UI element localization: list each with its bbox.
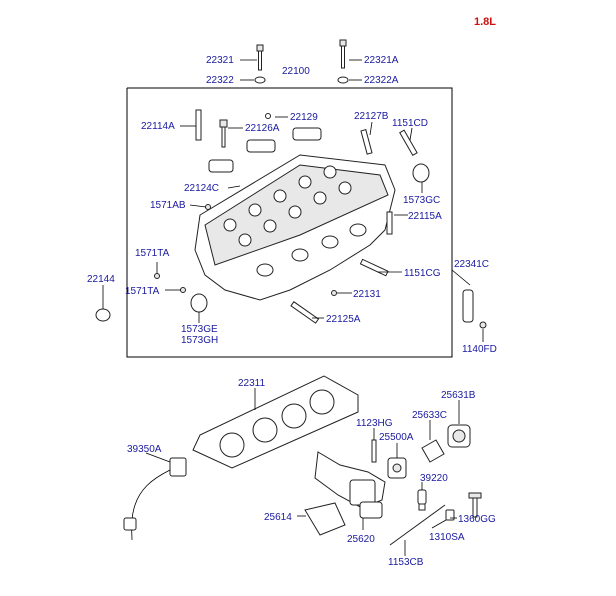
plug-left [154, 273, 160, 279]
label-1571ta-lower: 1571TA [125, 286, 160, 297]
nut-lower [445, 509, 455, 521]
label-22341c: 22341C [454, 259, 489, 270]
label-1571ab: 1571AB [150, 200, 186, 211]
label-25614: 25614 [264, 512, 292, 523]
label-39350a: 39350A [127, 444, 162, 455]
label-1573gc: 1573GC [403, 195, 440, 206]
head-gasket [192, 375, 359, 469]
seal-cap-lower [190, 293, 208, 313]
plug-left-2 [180, 287, 186, 293]
label-25620: 25620 [347, 534, 375, 545]
label-22129: 22129 [290, 112, 318, 123]
label-1140fd: 1140FD [462, 344, 497, 355]
dowel-pin [195, 109, 202, 141]
thermostat [387, 457, 407, 479]
label-1151cd: 1151CD [392, 118, 428, 129]
engine-variant-label: 1.8L [474, 16, 496, 28]
cylinder-head-assembly-frame [126, 87, 453, 358]
bracket-hanger [462, 289, 474, 323]
label-22144: 22144 [87, 274, 115, 285]
water-outlet-housing [314, 451, 386, 519]
cam-caps [246, 127, 322, 153]
bolt-head-lower-right [468, 492, 482, 499]
camshaft-journals [223, 165, 352, 247]
label-1151cg: 1151CG [404, 268, 441, 279]
nut-small [331, 290, 337, 296]
temperature-sensor [417, 489, 427, 511]
thermostat-gasket [421, 439, 445, 463]
label-25631b: 25631B [441, 390, 476, 401]
label-1123hg: 1123HG [356, 418, 393, 429]
valve-bolt [219, 119, 228, 148]
outlet-gasket [304, 502, 346, 536]
stud-upper [360, 129, 373, 155]
head-bolt-left [254, 44, 266, 84]
bracket-bolt [479, 321, 487, 329]
label-22124c: 22124C [184, 183, 219, 194]
dowel-right [386, 211, 393, 235]
label-22127b: 22127B [354, 111, 389, 122]
label-22322a: 22322A [364, 75, 399, 86]
label-22114a: 22114A [141, 121, 175, 132]
label-1360gg: 1360GG [458, 514, 496, 525]
water-inlet-fitting [447, 424, 471, 448]
label-1310sa: 1310SA [429, 532, 465, 543]
label-22131: 22131 [353, 289, 381, 300]
label-1153cb: 1153CB [388, 557, 424, 568]
label-1573gh: 1573GH [181, 335, 218, 346]
label-22321: 22321 [206, 55, 234, 66]
camshaft-position-sensor [123, 457, 187, 541]
label-22125a: 22125A [326, 314, 361, 325]
label-22126a: 22126A [245, 123, 280, 134]
label-1571ta-upper: 1571TA [135, 248, 170, 259]
plug-small [205, 204, 211, 210]
leader-lines [102, 59, 484, 556]
label-25633c: 25633C [412, 410, 447, 421]
label-22115a: 22115A [408, 211, 442, 222]
small-bolt [265, 113, 271, 119]
label-22311: 22311 [238, 378, 266, 389]
stud-bottom [290, 301, 320, 324]
label-22322: 22322 [206, 75, 234, 86]
cylinder-head [194, 154, 396, 301]
cam-cap-front [208, 159, 234, 173]
long-bolt [389, 504, 446, 546]
label-22321a: 22321A [364, 55, 399, 66]
head-bolt-right [337, 39, 349, 84]
label-22100: 22100 [282, 66, 310, 77]
label-25500a: 25500A [379, 432, 414, 443]
label-1573ge: 1573GE [181, 324, 218, 335]
oil-seal [95, 308, 111, 322]
part-number-labels: 22321 22321A 22322 22322A 22100 22129 22… [87, 55, 497, 568]
stud-lower [359, 258, 389, 277]
intake-ports [256, 223, 367, 277]
bolt-thermostat [371, 439, 377, 463]
label-39220: 39220 [420, 473, 448, 484]
stud-right [399, 129, 418, 156]
seal-cap [412, 163, 430, 183]
